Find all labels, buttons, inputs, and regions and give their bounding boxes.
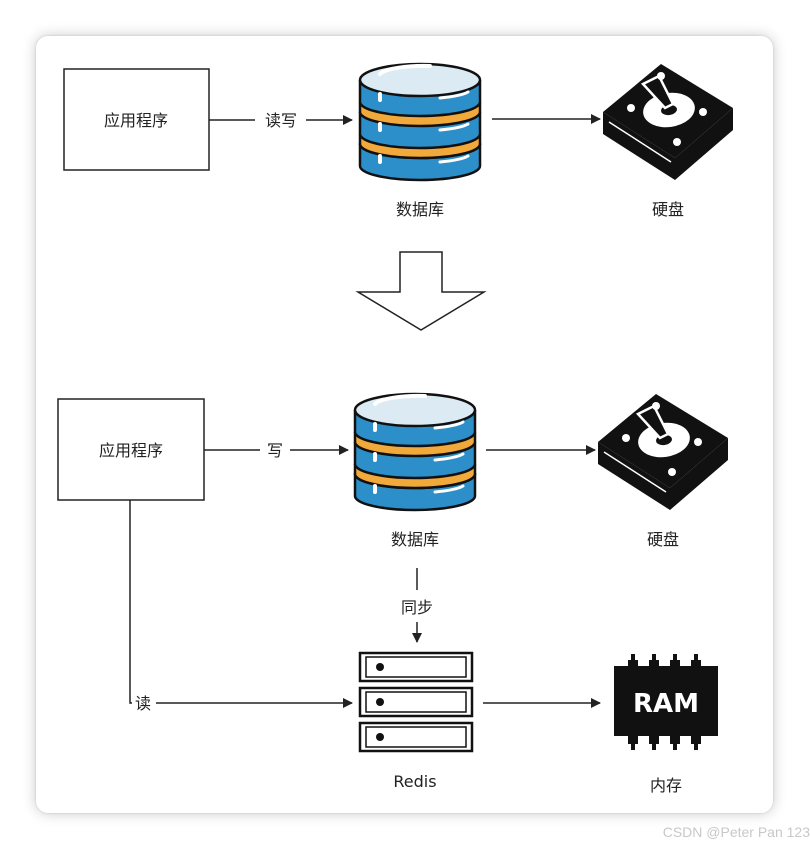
top-app-label: 应用程序 xyxy=(104,111,168,130)
top-db-label: 数据库 xyxy=(396,200,444,219)
bottom-db-label: 数据库 xyxy=(391,530,439,549)
redis-label: Redis xyxy=(393,772,436,791)
sync-label: 同步 xyxy=(401,598,433,617)
bottom-database-icon xyxy=(353,392,477,512)
top-hard-disk-icon xyxy=(601,62,735,182)
ram-chip-icon: RAM xyxy=(614,654,718,750)
read-line xyxy=(129,500,132,704)
server-icon xyxy=(358,651,474,753)
read-label: 读 xyxy=(135,694,151,713)
bottom-disk-label: 硬盘 xyxy=(647,530,679,549)
top-app-box xyxy=(63,68,210,171)
down-arrow-icon xyxy=(355,251,487,331)
memory-label: 内存 xyxy=(650,776,682,795)
top-database-icon xyxy=(358,62,482,182)
top-rw-label: 读写 xyxy=(265,111,297,130)
top-disk-label: 硬盘 xyxy=(652,200,684,219)
watermark: CSDN @Peter Pan 123 xyxy=(662,824,810,840)
bottom-hard-disk-icon xyxy=(596,392,730,512)
bottom-app-label: 应用程序 xyxy=(99,441,163,460)
bottom-write-label: 写 xyxy=(267,441,283,460)
ram-chip-text: RAM xyxy=(633,689,699,719)
